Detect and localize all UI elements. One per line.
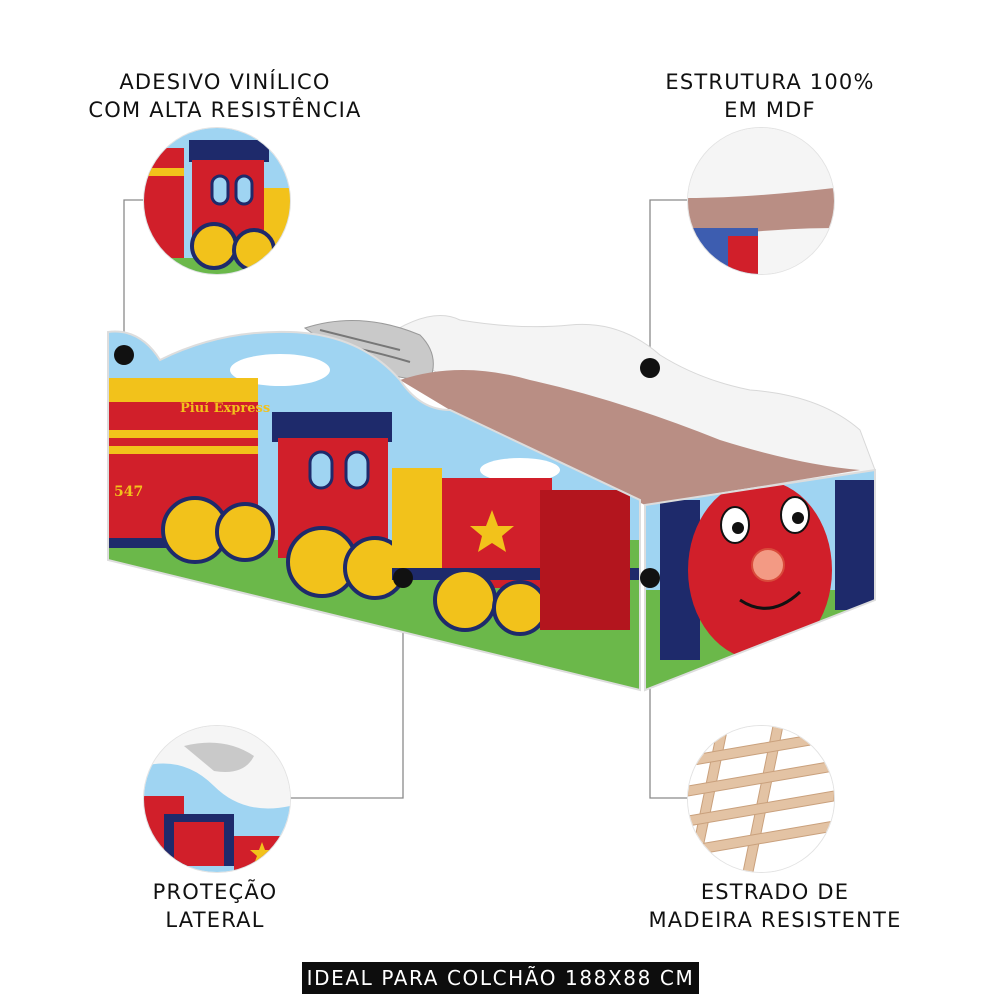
feature-label-line: ESTRUTURA 100% (665, 70, 875, 94)
wagon-number-text: 547 (114, 484, 143, 500)
callout-dot-protection (393, 568, 413, 588)
feature-label-line: PROTEÇÃO (152, 880, 278, 904)
callout-dot-structure (640, 358, 660, 378)
feature-label-line: ESTRADO DE (700, 880, 850, 904)
side-protection-circle (144, 726, 290, 872)
feature-label-line: LATERAL (165, 908, 265, 932)
wagon-name-text: Piuí Express (180, 401, 270, 416)
feature-label-protection: PROTEÇÃO LATERAL (110, 878, 320, 934)
train-bed-illustration: Piuí Express 547 (107, 315, 876, 692)
callout-dot-sticker (114, 345, 134, 365)
feature-label-structure: ESTRUTURA 100% EM MDF (650, 68, 890, 124)
feature-label-sticker: ADESIVO VINÍLICO COM ALTA RESISTÊNCIA (80, 68, 370, 124)
feature-label-slats: ESTRADO DE MADEIRA RESISTENTE (640, 878, 910, 934)
feature-label-line: ADESIVO VINÍLICO (119, 70, 331, 94)
feature-label-line: EM MDF (724, 98, 816, 122)
sticker-detail-circle (144, 128, 290, 274)
callout-dot-slats (640, 568, 660, 588)
feature-label-line: MADEIRA RESISTENTE (648, 908, 902, 932)
feature-label-line: COM ALTA RESISTÊNCIA (88, 98, 362, 122)
mattress-size-banner: IDEAL PARA COLCHÃO 188X88 CM (302, 962, 699, 994)
mdf-structure-circle (688, 128, 834, 274)
wood-slats-circle (688, 726, 834, 872)
